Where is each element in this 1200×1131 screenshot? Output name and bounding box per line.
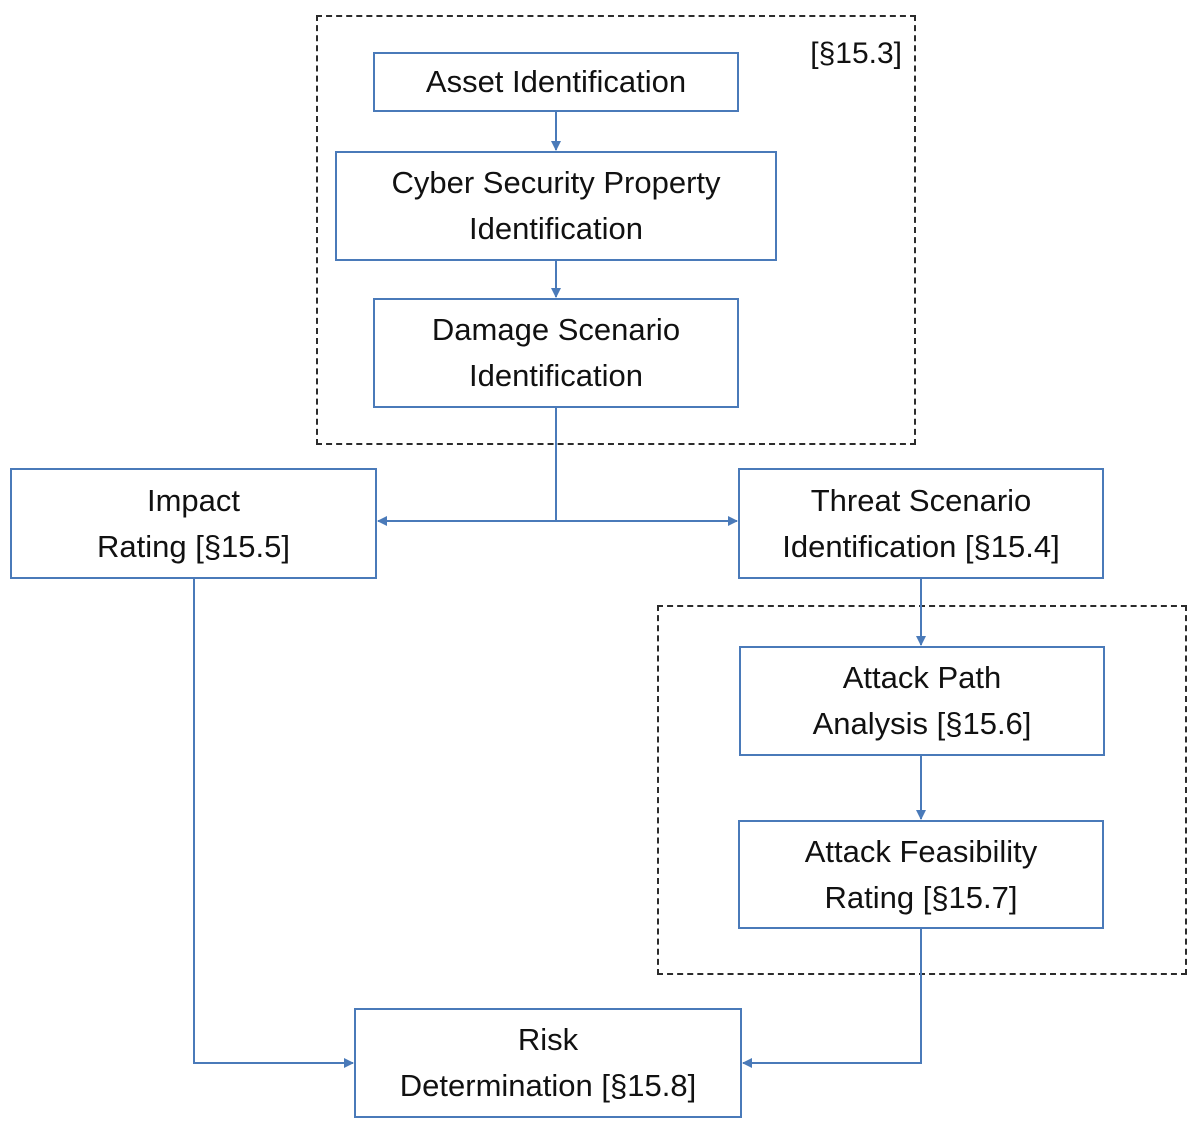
node-label-line: Damage Scenario	[431, 312, 681, 347]
node-damage-scenario-identification: Damage Scenario Identification	[373, 298, 739, 408]
node-label-line: Risk	[517, 1022, 579, 1057]
node-label-line: Determination [§15.8]	[399, 1068, 697, 1103]
node-label-line: Asset Identification	[425, 64, 687, 99]
node-threat-scenario-identification: Threat Scenario Identification [§15.4]	[738, 468, 1104, 579]
node-label-line: Impact	[146, 482, 241, 518]
node-label-line: Rating [§15.5]	[96, 528, 291, 564]
node-label-line: Identification	[468, 211, 644, 246]
node-label-line: Attack Feasibility	[804, 833, 1038, 869]
node-label-line: Identification	[468, 358, 644, 393]
node-label-line: Rating [§15.7]	[824, 879, 1018, 915]
node-label-line: Analysis [§15.6]	[812, 706, 1032, 741]
node-asset-identification: Asset Identification	[373, 52, 739, 112]
node-cyber-security-property-identification: Cyber Security Property Identification	[335, 151, 777, 261]
node-attack-path-analysis: Attack Path Analysis [§15.6]	[739, 646, 1105, 756]
node-label-line: Attack Path	[842, 660, 1002, 695]
node-attack-feasibility-rating: Attack Feasibility Rating [§15.7]	[738, 820, 1104, 929]
node-label-line: Identification [§15.4]	[782, 528, 1060, 564]
arrow-feasibility-to-risk	[742, 928, 922, 1068]
group-asset-analysis: [§15.3]	[316, 15, 916, 445]
node-label-line: Threat Scenario	[810, 482, 1032, 518]
node-risk-determination: Risk Determination [§15.8]	[354, 1008, 742, 1118]
node-label-line: Cyber Security Property	[391, 165, 721, 200]
node-impact-rating: Impact Rating [§15.5]	[10, 468, 377, 579]
arrow-impact-to-risk	[193, 578, 354, 1068]
group-section-label: [§15.3]	[810, 37, 902, 70]
